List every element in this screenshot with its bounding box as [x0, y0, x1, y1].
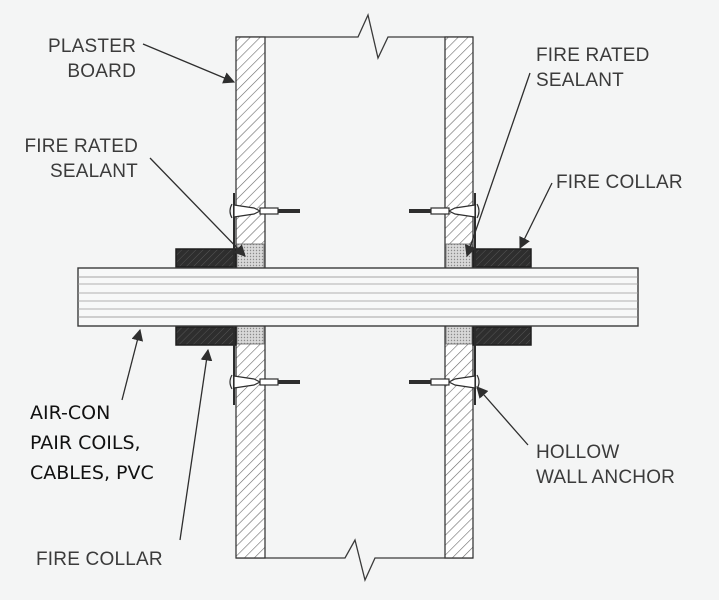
- label-sealant-right-line1: FIRE RATED: [536, 45, 650, 66]
- label-plaster-board: PLASTER BOARD: [40, 34, 136, 84]
- arrow-sealant-left: [149, 157, 246, 257]
- arrow-hollow-wall-anchor: [476, 386, 529, 446]
- top-break-line: [236, 12, 473, 60]
- label-plaster-board-line1: PLASTER: [48, 36, 136, 57]
- label-air-con-line1: AIR-CON: [30, 402, 111, 424]
- label-hollow-wall-anchor: HOLLOW WALL ANCHOR: [536, 440, 675, 490]
- arrow-plaster-board: [142, 43, 236, 84]
- label-sealant-left-line1: FIRE RATED: [24, 136, 138, 157]
- label-plaster-board-line2: BOARD: [67, 61, 136, 82]
- arrow-fire-collar-bottom: [179, 348, 213, 541]
- label-anchor-line2: WALL ANCHOR: [536, 467, 676, 488]
- bottom-break-line: [236, 538, 473, 582]
- label-sealant-right-line2: SEALANT: [536, 70, 624, 91]
- pipe-bundle: [77, 267, 639, 327]
- label-fire-collar-bottom: FIRE COLLAR: [36, 549, 163, 570]
- label-air-con: AIR-CON PAIR COILS, CABLES, PVC: [30, 398, 154, 488]
- arrow-air-con: [121, 328, 144, 401]
- label-air-con-line2: PAIR COILS,: [30, 432, 141, 454]
- label-sealant-left-line2: SEALANT: [50, 161, 138, 182]
- leader-arrows: [121, 43, 553, 541]
- label-anchor-line1: HOLLOW: [536, 442, 620, 463]
- right-plasterboard: [444, 36, 474, 559]
- label-fire-rated-sealant-right: FIRE RATED SEALANT: [536, 43, 650, 93]
- hollow-wall-anchors: [229, 203, 480, 390]
- arrow-sealant-right: [464, 72, 531, 258]
- label-air-con-line3: CABLES, PVC: [30, 462, 154, 484]
- arrow-fire-collar-right: [519, 182, 553, 250]
- label-fire-rated-sealant-left: FIRE RATED SEALANT: [12, 134, 138, 184]
- label-fire-collar-right: FIRE COLLAR: [556, 172, 683, 193]
